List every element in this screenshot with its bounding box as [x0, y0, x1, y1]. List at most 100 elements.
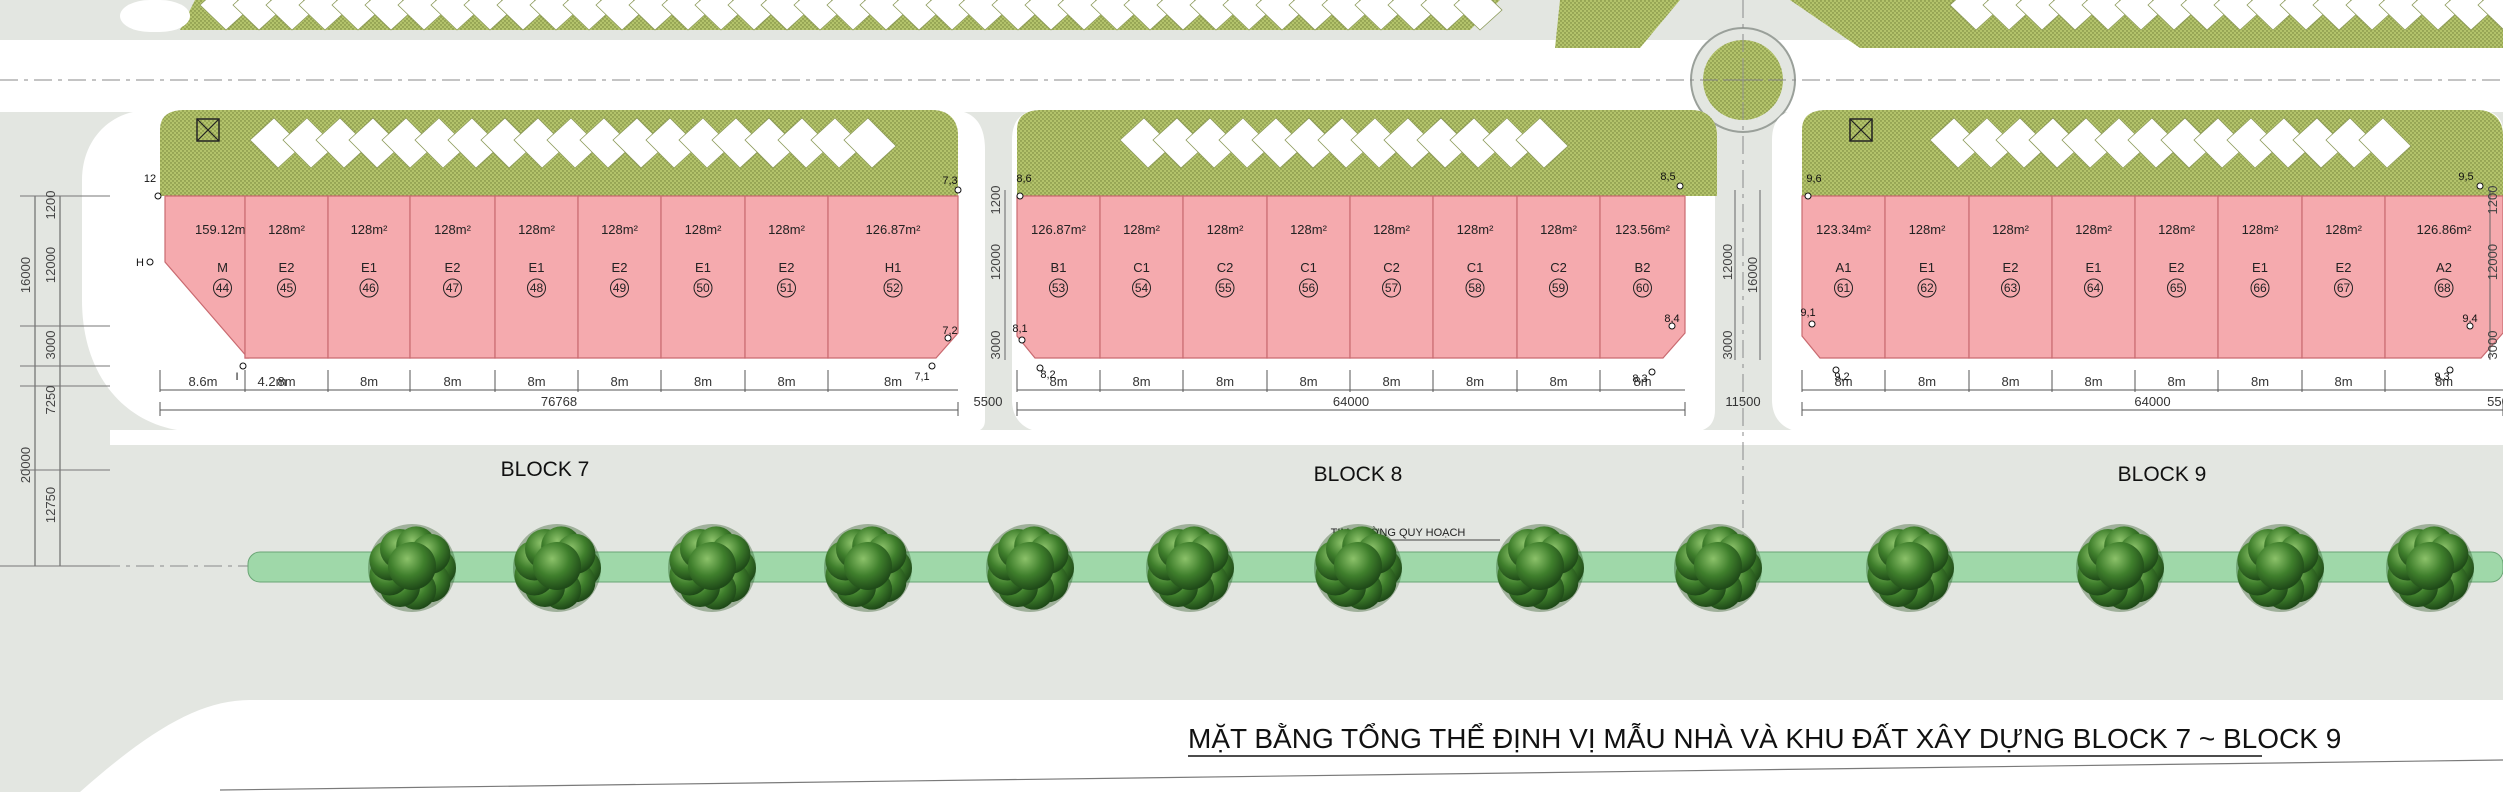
corner-point-label: 7,2 — [942, 325, 957, 337]
lot-type: E2 — [445, 260, 461, 275]
lot-area: 128m² — [1457, 222, 1495, 237]
lot-type: E2 — [612, 260, 628, 275]
lot-area: 128m² — [1540, 222, 1578, 237]
lot-number-circle — [777, 278, 796, 298]
lot-number: 52 — [886, 281, 900, 295]
block-7-lots: 159.12m²M44128m²E245128m²E146128m²E24712… — [164, 195, 959, 359]
lot-number-circle — [527, 278, 546, 298]
lot-area: 128m² — [1992, 222, 2030, 237]
lot-area: 128m² — [434, 222, 472, 237]
trees-row — [368, 524, 2474, 612]
lot-number: 56 — [1302, 281, 1316, 295]
corner-point-label: 9,2 — [1834, 371, 1849, 383]
lot-area: 128m² — [1290, 222, 1328, 237]
lot-number-circle — [1215, 278, 1235, 298]
corner-point-label: 7,3 — [942, 175, 957, 187]
lot-width-dim: 8m — [1918, 374, 1936, 389]
lot-number: 44 — [216, 281, 230, 295]
lot-type: E2 — [279, 260, 295, 275]
tree-icon — [986, 524, 1074, 612]
tree-icon — [2386, 524, 2474, 612]
lot-area: 128m² — [1373, 222, 1411, 237]
lot-type: B1 — [1051, 260, 1067, 275]
vdim-b8r-12000: 12000 — [1720, 244, 1735, 280]
lot-area: 123.34m² — [1816, 222, 1872, 237]
lot-number: 60 — [1636, 281, 1650, 295]
vdim-b9r-12000: 12000 — [2485, 244, 2500, 280]
corner-point-label: 9,6 — [1806, 173, 1821, 185]
vdim-b8l-3000: 3000 — [988, 331, 1003, 360]
lot-area: 128m² — [2325, 222, 2363, 237]
lot-width-dim: 8m — [610, 374, 628, 389]
lot-shape — [827, 195, 959, 359]
lot-number: 54 — [1135, 281, 1149, 295]
lot-number: 51 — [780, 281, 794, 295]
lot-number-circle — [277, 278, 296, 298]
lot-area: 126.87m² — [1031, 222, 1087, 237]
vdim-left-1200: 1200 — [43, 191, 58, 220]
lot-number-circle — [2334, 278, 2353, 298]
lot-width-dim: 8m — [2334, 374, 2352, 389]
corner-point-label: I — [235, 371, 238, 383]
lot-number-circle — [443, 278, 462, 298]
block-9-label: BLOCK 9 — [2118, 463, 2207, 486]
lot-shape — [2217, 195, 2303, 359]
lot-width-dim: 8m — [2251, 374, 2269, 389]
parking-bay — [1515, 117, 1569, 169]
lot-shape — [2134, 195, 2219, 359]
lot-width-dim: 8m — [777, 374, 795, 389]
corner-point-label: 8,4 — [1664, 313, 1679, 325]
lot-width-dim: 8m — [1299, 374, 1317, 389]
lot-number: 68 — [2437, 281, 2451, 295]
lot-width-dim: 8m — [694, 374, 712, 389]
block-8-lots: 126.87m²B153128m²C154128m²C255128m²C1561… — [1016, 195, 1686, 359]
lot-type: H1 — [885, 260, 902, 275]
lot-number-circle — [1049, 278, 1068, 298]
lot-number: 65 — [2170, 281, 2184, 295]
vdim-b8r-16000: 16000 — [1745, 257, 1760, 293]
lot-type: E2 — [2336, 260, 2352, 275]
lot-number-circle — [213, 278, 232, 298]
lot-area: 159.12m² — [195, 222, 251, 237]
lot-type: E1 — [529, 260, 545, 275]
lot-type: C1 — [1300, 260, 1317, 275]
lot-number: 55 — [1218, 281, 1232, 295]
lot-area: 128m² — [2158, 222, 2196, 237]
lot-number-circle — [1633, 278, 1652, 298]
block-7-green — [160, 110, 958, 196]
lot-area: 128m² — [518, 222, 556, 237]
vdim-b8l-1200: 1200 — [988, 186, 1003, 215]
lot-shape — [1968, 195, 2053, 359]
lot-width-dim: 8m — [443, 374, 461, 389]
vdim-b8r-3000: 3000 — [1720, 331, 1735, 360]
tree-icon — [513, 524, 601, 612]
lot-56[interactable]: 128m² C1 56 — [1266, 195, 1351, 359]
corner-point-label: 8,2 — [1040, 369, 1055, 381]
block-8-label: BLOCK 8 — [1314, 463, 1403, 486]
lot-number-circle — [1132, 278, 1151, 298]
